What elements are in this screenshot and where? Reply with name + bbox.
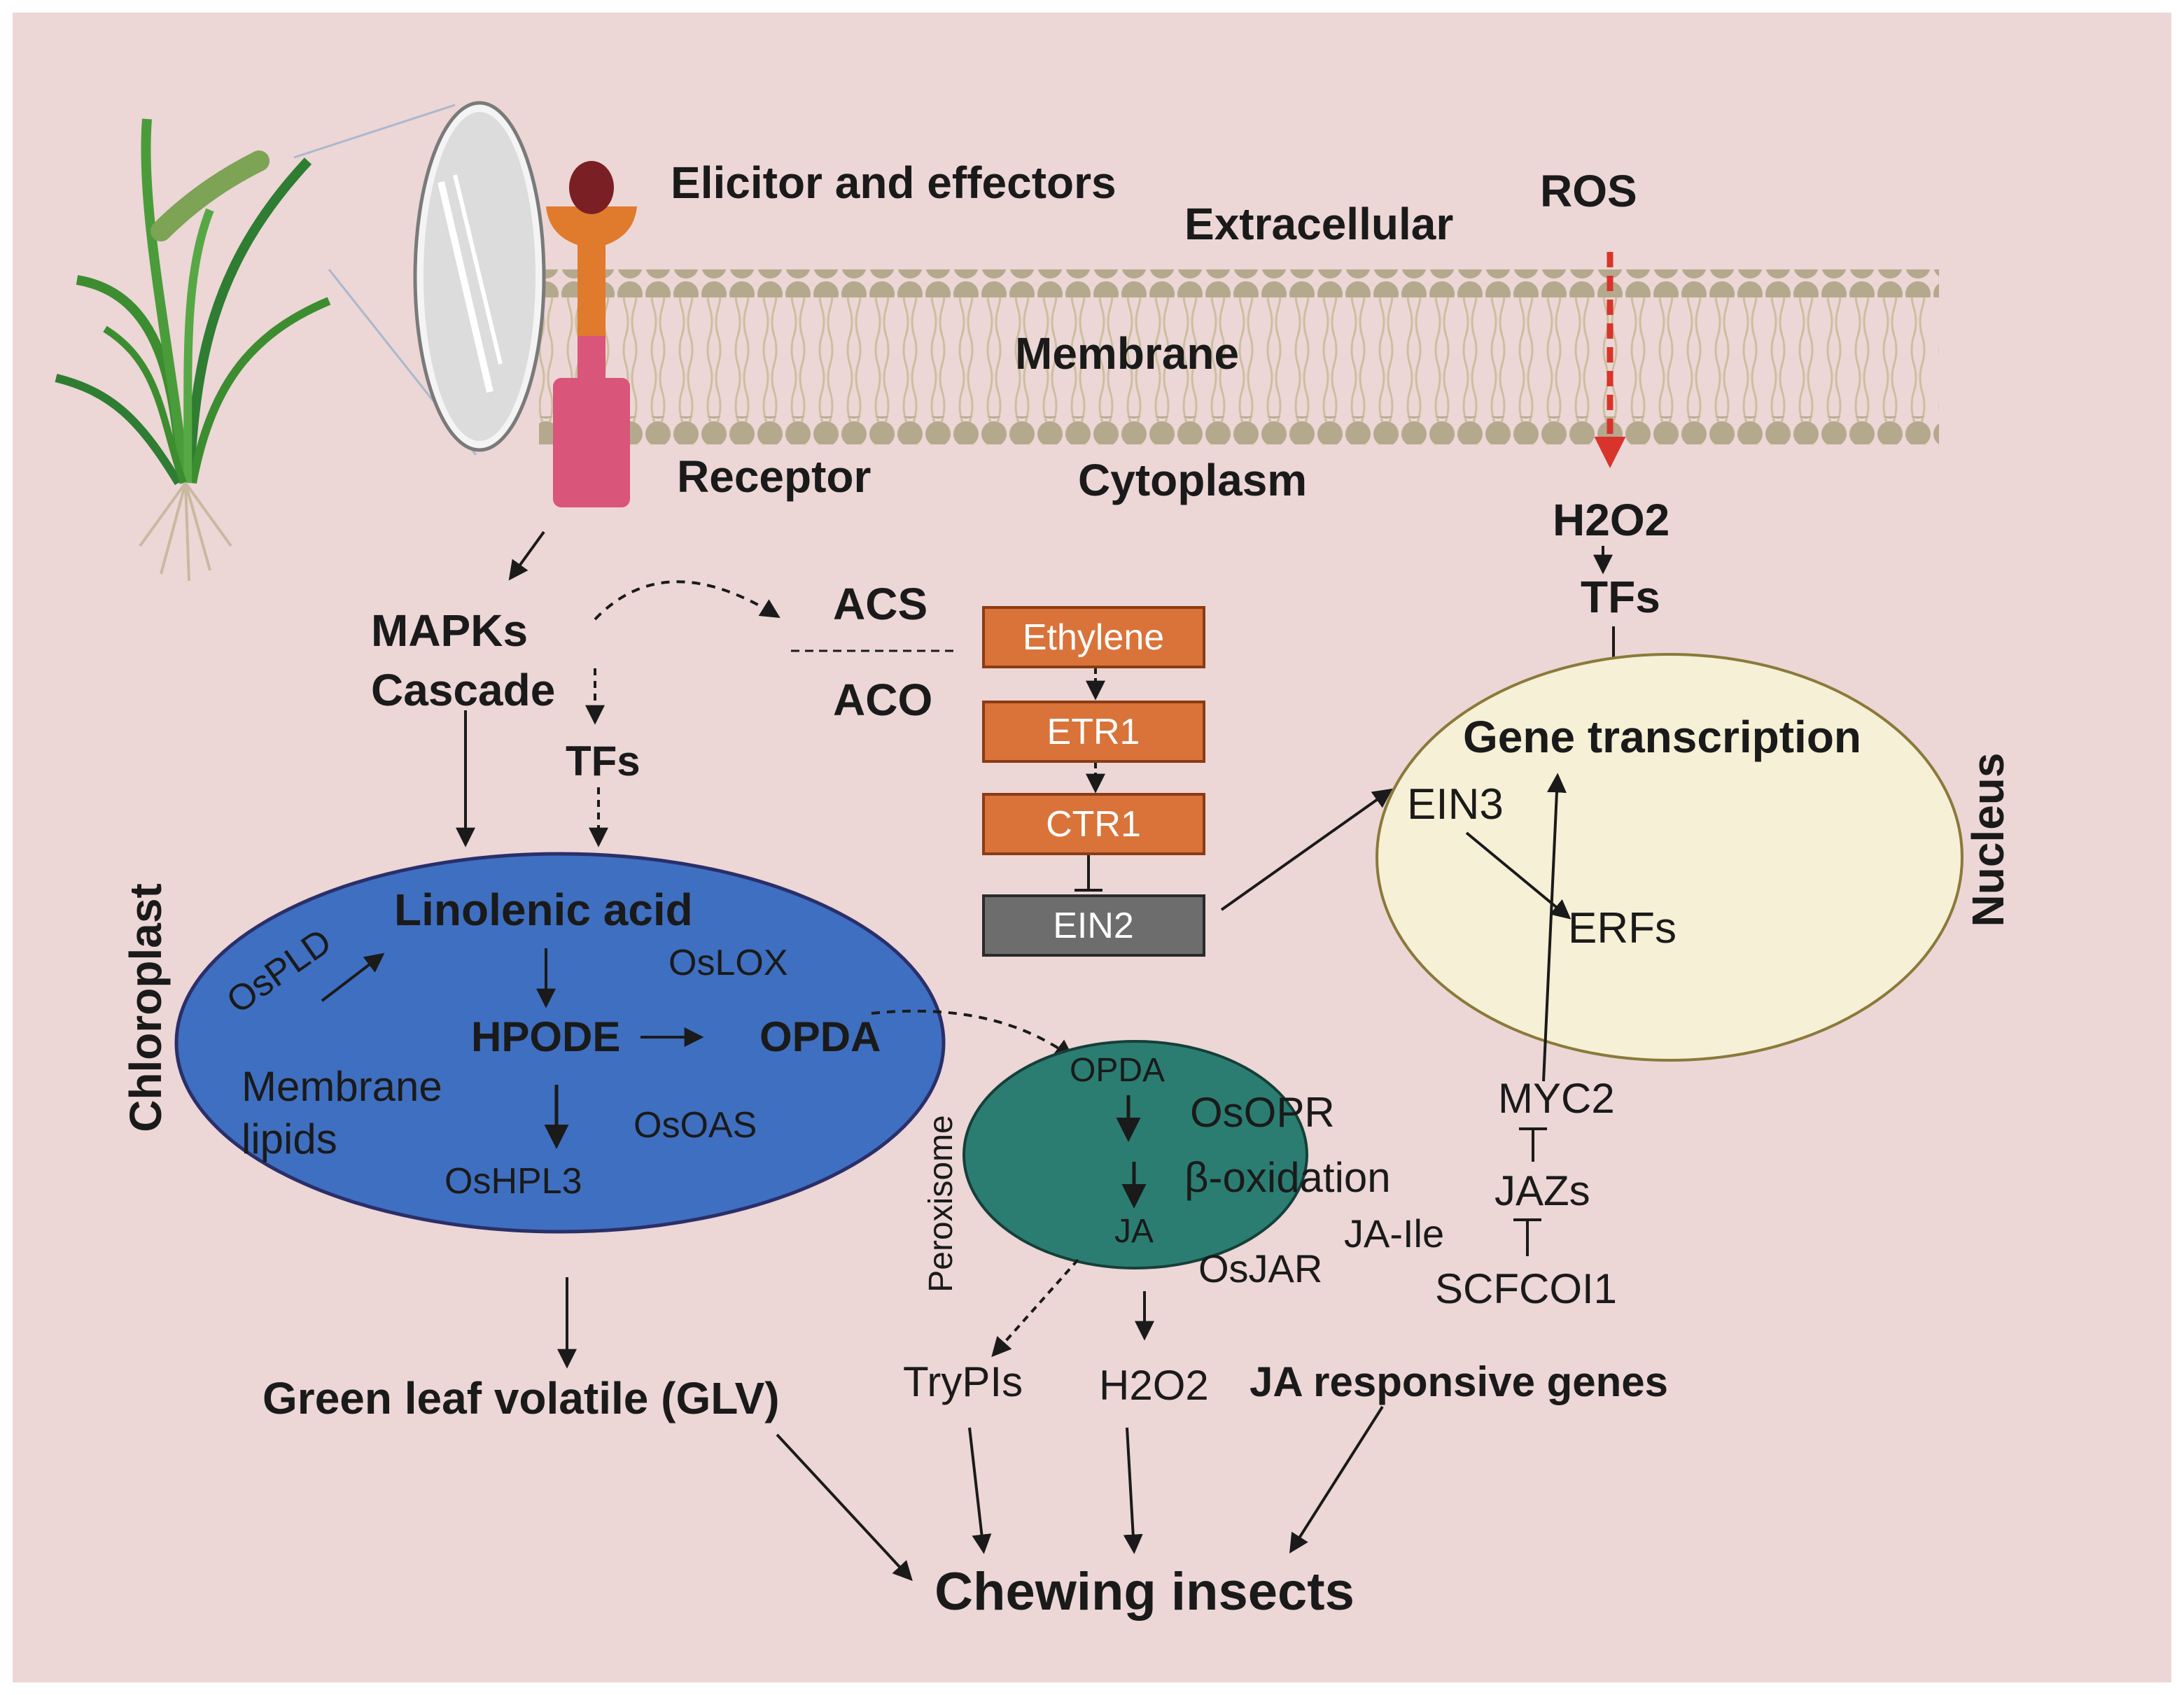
acs-label: ACS: [833, 579, 927, 629]
inhibit-jazs-myc2: [1519, 1127, 1547, 1162]
ja-ile-label: JA-Ile: [1344, 1211, 1444, 1256]
cascade-label: Cascade: [371, 665, 555, 715]
rice-plant-icon: [55, 118, 331, 582]
opda-peroxisome-label: OPDA: [1070, 1052, 1165, 1089]
chewing-insects-label: Chewing insects: [934, 1562, 1354, 1622]
h2o2-top-label: H2O2: [1553, 495, 1670, 545]
scfcoi1-label: SCFCOI1: [1435, 1265, 1617, 1312]
ros-label: ROS: [1540, 166, 1637, 216]
elicitor-label: Elicitor and effectors: [671, 157, 1116, 208]
erfs-label: ERFs: [1568, 904, 1676, 952]
trypis-label: TryPIs: [903, 1358, 1023, 1405]
peroxisome-label: Peroxisome: [923, 1115, 960, 1292]
osoas-label: OsOAS: [634, 1105, 757, 1146]
nucleus-label: Nucleus: [1963, 753, 2013, 927]
ein3-label: EIN3: [1407, 780, 1504, 829]
tfs-left-label: TFs: [566, 738, 640, 785]
peroxisome: [962, 1040, 1308, 1270]
chloroplast: [174, 852, 946, 1234]
jazs-label: JAZs: [1494, 1167, 1590, 1214]
extracellular-label: Extracellular: [1184, 199, 1453, 249]
arrow-trypis-insects: [968, 1427, 992, 1554]
arrow-opda-peroxisome: [871, 1009, 1074, 1060]
gene-transcription-label: Gene transcription: [1463, 712, 1861, 762]
magnifier-lens-icon: [293, 101, 546, 456]
chloroplast-label: Chloroplast: [120, 883, 171, 1132]
ethylene-box: Ethylene: [982, 606, 1205, 668]
osopr-label: OsOPR: [1190, 1089, 1335, 1136]
linolenic-acid-label: Linolenic acid: [394, 885, 693, 935]
hpode-label: HPODE: [471, 1013, 620, 1060]
svg-text:ETR1: ETR1: [1047, 712, 1140, 752]
beta-oxidation-label: β-oxidation: [1184, 1154, 1391, 1201]
osjar-label: OsJAR: [1198, 1246, 1322, 1290]
opda-chloroplast-label: OPDA: [760, 1013, 881, 1060]
mapks-label: MAPKs: [371, 605, 528, 656]
membrane-lipids-label-1: Membrane: [241, 1063, 442, 1110]
arrow-lipids-linolenic: [321, 952, 385, 1002]
ctr1-box: CTR1: [982, 793, 1205, 855]
svg-text:EIN2: EIN2: [1053, 906, 1134, 946]
cytoplasm-label: Cytoplasm: [1078, 455, 1307, 505]
arrow-jagenes-insects: [1289, 1405, 1384, 1554]
receptor-icon: [546, 161, 637, 507]
aco-label: ACO: [833, 675, 932, 725]
membrane-label: Membrane: [1015, 328, 1239, 379]
oslox-label: OsLOX: [668, 943, 788, 983]
receptor-label: Receptor: [677, 451, 871, 502]
glv-label: Green leaf volatile (GLV): [262, 1373, 780, 1423]
ein2-box: EIN2: [982, 894, 1205, 957]
arrow-myc2-transcription: [1542, 773, 1567, 1082]
h2o2-bottom-label: H2O2: [1099, 1362, 1209, 1409]
inhibit-scfcoi1-jazs: [1513, 1218, 1541, 1256]
svg-text:CTR1: CTR1: [1046, 804, 1141, 845]
nucleus: [1376, 653, 1963, 1062]
arrow-ein2-ein3: [1220, 788, 1393, 911]
etr1-box: ETR1: [982, 701, 1205, 763]
ja-label: JA: [1114, 1213, 1154, 1250]
inhibit-ctr1-ein2: [1074, 855, 1102, 892]
arrow-h2o2-insects: [1123, 1427, 1143, 1554]
tfs-top-label: TFs: [1581, 572, 1660, 622]
myc2-label: MYC2: [1498, 1075, 1615, 1122]
arrow-receptor-mapks: [508, 530, 545, 581]
svg-text:Ethylene: Ethylene: [1023, 617, 1164, 658]
membrane-lipids-label-2: lipids: [241, 1116, 337, 1162]
arrow-glv-insects: [776, 1433, 913, 1582]
ja-responsive-genes-label: JA responsive genes: [1250, 1358, 1668, 1405]
cell-membrane: [539, 269, 1939, 444]
oshpl3-label: OsHPL3: [444, 1161, 582, 1202]
arrow-ja-trypis: [991, 1258, 1079, 1358]
